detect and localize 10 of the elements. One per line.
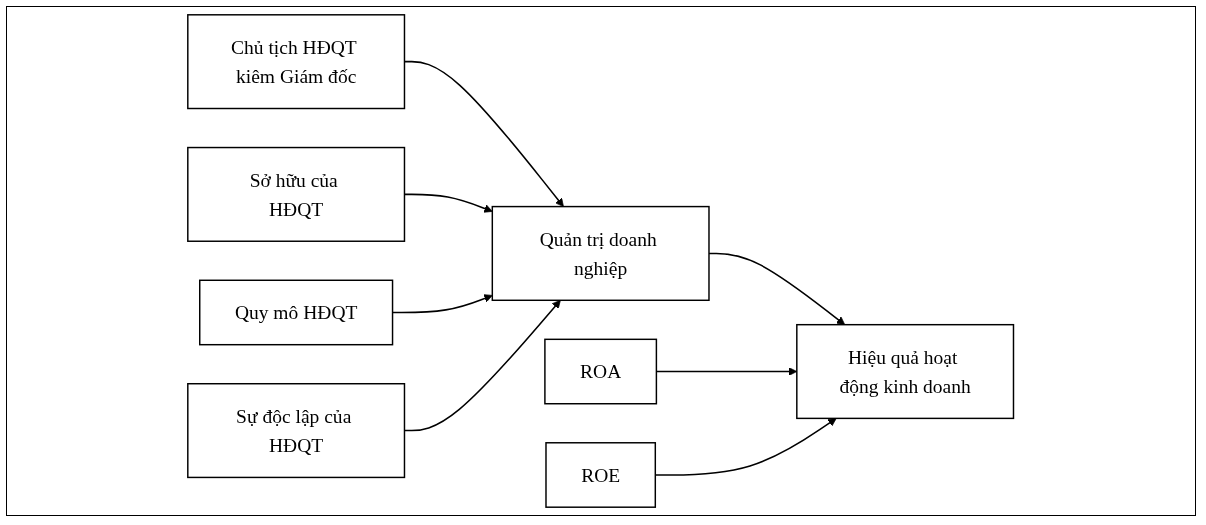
node-box: Sở hữu của HĐQT — [187, 146, 406, 242]
node-box: Chủ tịch HĐQT kiêm Giám đốc — [187, 14, 406, 110]
arrow — [404, 60, 565, 207]
node-box: Sự độc lập của HĐQT — [187, 383, 406, 479]
node-box: ROA — [544, 338, 658, 405]
node-box: Hiệu quả hoạt động kinh doanh — [796, 323, 1015, 420]
node-box: Quy mô HĐQT — [199, 279, 394, 346]
node-box: Quản trị doanh nghiệp — [491, 205, 711, 301]
arrow — [404, 299, 562, 432]
node-box: ROE — [545, 442, 657, 508]
